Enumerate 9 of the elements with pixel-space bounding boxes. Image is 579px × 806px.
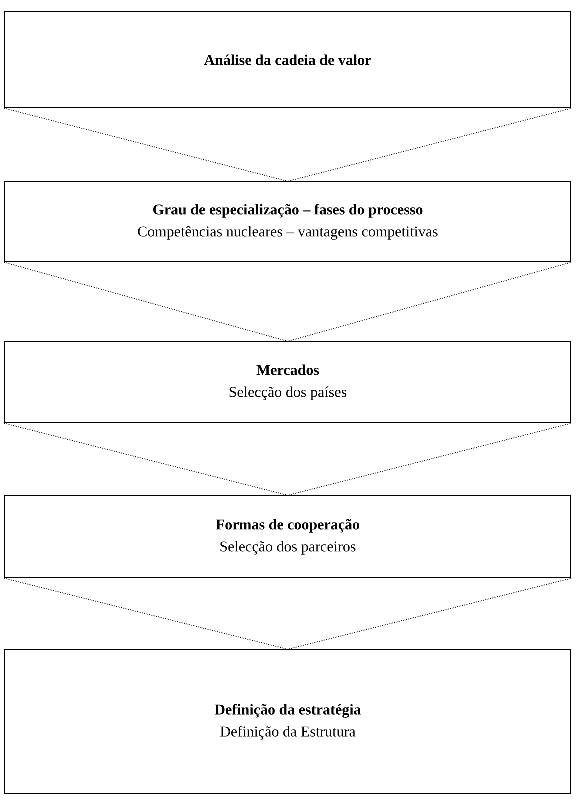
- funnel-arrow: [4, 423, 572, 496]
- funnel-arrow: [4, 262, 572, 342]
- process-box: Grau de especialização – fases do processo Competências nucleares – vantagens competitivas: [4, 182, 572, 262]
- funnel-arrow: [4, 578, 572, 650]
- process-box: Análise da cadeia de valor: [4, 12, 572, 108]
- process-box: Definição da estratégia Definição da Estrutura: [4, 650, 572, 794]
- process-box: Formas de cooperação Selecção dos parceiros: [4, 496, 572, 578]
- funnel-arrow: [4, 108, 572, 182]
- process-box: Mercados Selecção dos países: [4, 342, 572, 424]
